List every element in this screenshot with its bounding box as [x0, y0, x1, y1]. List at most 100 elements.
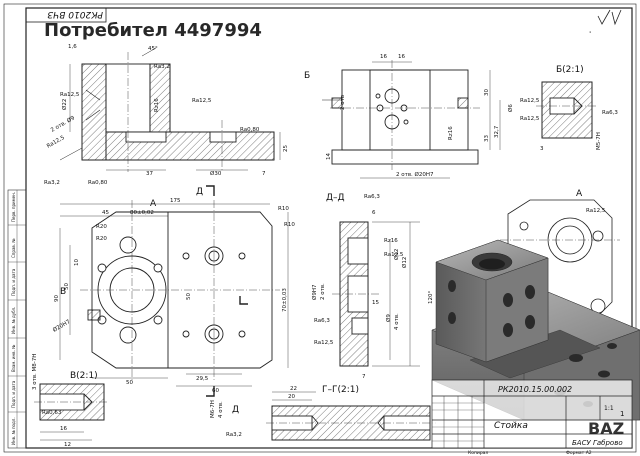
plan-dim: 29,5 [196, 376, 209, 382]
main-dim: Ra3,2 [44, 180, 60, 186]
scale-value: 1:1 [604, 405, 614, 412]
plan-dim: 70±0,03 [282, 288, 288, 312]
sidebar-cell: Подп. и дата [11, 268, 16, 296]
main-dim: Ø30 [210, 170, 222, 177]
section-d-dim: Ø9 [385, 314, 392, 322]
main-dim: Ra12,5 [60, 92, 80, 98]
isometric-render [431, 239, 640, 421]
view-a-dims: А Ra12,5 [576, 189, 606, 214]
sidebar-cell: Справ. № [11, 239, 16, 258]
main-dim: Ra12,5 [46, 135, 66, 150]
company-name: БАСУ Габрово [572, 439, 623, 447]
main-dim: 37 [146, 171, 153, 177]
document-code: РК2010 ВЧЗ [47, 9, 103, 19]
right-view [322, 60, 501, 179]
right-view-dims: Б 16 16 Rz16 30 32,7 33 2 отв. Ø20Н7 14 … [304, 54, 500, 178]
view-label: В [60, 287, 66, 297]
plan-dim: 80±0,02 [130, 210, 154, 216]
section-d-dim: Ra12,5 [384, 252, 404, 258]
section-d-dim: 2 отв. [320, 283, 326, 300]
main-dim: 2 отв. Ø9 [50, 114, 77, 134]
main-dim: Ra12,5 [192, 98, 212, 104]
view-label: Д [196, 187, 203, 197]
section-d-dim: 7 [362, 374, 366, 380]
sidebar-cell: Инв. № дубл. [11, 307, 16, 334]
main-dim: Ra0,80 [240, 127, 260, 133]
section-d-dim: 6 [372, 210, 376, 216]
view-label: А [150, 199, 157, 209]
view-label: Д–Д [326, 193, 345, 203]
detail-b-dim: 3 [540, 146, 544, 152]
section-g-dim: 20 [288, 394, 295, 400]
right-dim: 16 [380, 54, 387, 60]
plan-dim: 175 [170, 198, 181, 204]
detail-b-dim: М5-7Н [596, 132, 602, 150]
view-a-dim: Ra12,5 [586, 208, 606, 214]
section-d-dim: 120° [428, 291, 434, 304]
code-box: РК2010 ВЧЗ [25, 7, 107, 23]
detail-v-dim: 3 отв. М8-7Н [32, 354, 38, 390]
footer-right: Формат А2 [566, 450, 592, 456]
section-d-dim: Rz16 [384, 238, 398, 244]
main-dim: Ra0,80 [88, 180, 108, 186]
detail-b-dim: Ra12,5 [520, 98, 540, 104]
plan-dim: Ø20Н7 [52, 318, 72, 334]
plan-dim: 4 отв. [218, 401, 224, 418]
section-g-dims: Г–Г(2:1) 22 20 Ra3,2 [226, 385, 359, 438]
section-d-dim: Ø9Н7 [311, 284, 318, 300]
left-sidebar: Перв. примен. Справ. № Подп. и дата Инв.… [7, 189, 27, 449]
section-d-dim: Ø12 [401, 257, 408, 268]
main-dim: 7 [262, 171, 266, 177]
detail-v [34, 383, 108, 441]
plan-dim: R20 [96, 236, 107, 242]
detail-b-dim: Ra12,5 [520, 116, 540, 122]
main-dim: Ø22 [61, 99, 68, 110]
detail-b-dim: Ra6,3 [602, 110, 618, 116]
plan-dim: 60 [212, 388, 219, 394]
plan-dim: 10 [74, 259, 80, 266]
footer-left: Копирал [468, 450, 488, 456]
right-dim: 2 отв. Ø20Н7 [396, 171, 434, 178]
detail-b-dim: Ø6 [507, 104, 514, 112]
view-label: В(2:1) [70, 371, 98, 381]
main-dim: 45° [148, 46, 158, 52]
right-dim: 14 [326, 153, 332, 160]
section-d-dim: Ra6,3 [364, 194, 380, 200]
plan-dim: 50 [126, 380, 133, 386]
sidebar-cell: Подп. и дата [11, 380, 16, 408]
plan-dim: М6-7Н [210, 400, 216, 418]
right-dim: 33 [484, 135, 490, 142]
view-label: Б [304, 71, 310, 81]
part-name: Стойка [494, 421, 528, 431]
plan-dim: 50 [64, 283, 70, 290]
main-dim: Ra3,2 [154, 64, 170, 70]
watermark-text: Потребител 4497994 [44, 20, 262, 41]
right-dim: 30 [484, 89, 490, 96]
sheet-number: 1 [620, 410, 624, 418]
section-g-dim: Ra3,2 [226, 432, 242, 438]
general-roughness: √(√) [590, 9, 622, 32]
main-dim: Rz16 [154, 98, 160, 112]
main-view [59, 47, 281, 172]
title-block [431, 379, 633, 449]
detail-b-dims: Б(2:1) Ø6 Ra12,5 Ra12,5 Ra6,3 3 М5-7Н [507, 65, 618, 152]
view-label: А [576, 189, 583, 199]
section-g-dim: 22 [290, 386, 297, 392]
section-d-dim: 4 отв. [394, 313, 400, 330]
view-label: Б(2:1) [556, 65, 584, 75]
section-d-dims: Д–Д Ra6,3 6 Rz16 Ra12,5 Ø12 Ø12 120° Ø9Н… [311, 193, 434, 380]
detail-v-dims: В(2:1) Ra0,63 3 отв. М8-7Н 16 12 [32, 354, 98, 448]
sidebar-cell: Инв. № подл. [11, 417, 16, 445]
main-dim: 1,6 [68, 44, 77, 50]
detail-v-dim: 16 [60, 426, 67, 432]
right-dim: 16 [398, 54, 405, 60]
plan-dim: 90 [54, 295, 60, 302]
watermark-bottom: BAZ [588, 419, 624, 438]
plan-dim: R10 [284, 222, 295, 228]
view-label: Д [232, 405, 239, 415]
right-dim: Rz16 [448, 126, 454, 140]
roughness-symbol-text: √(√) [590, 31, 591, 32]
detail-b [536, 81, 598, 139]
section-d-dim: Ra6,3 [314, 318, 330, 324]
